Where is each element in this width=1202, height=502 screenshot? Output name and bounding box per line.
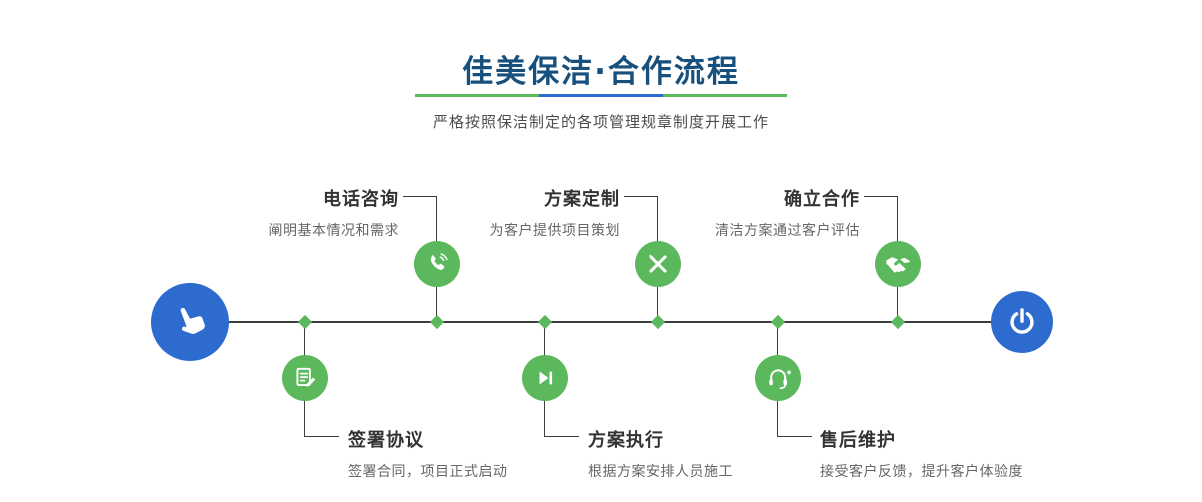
step-desc: 根据方案安排人员施工: [588, 464, 733, 480]
step-label-design: 方案定制 为客户提供项目策划: [490, 185, 621, 240]
page-subtitle: 严格按照保洁制定的各项管理规章制度开展工作: [432, 113, 769, 131]
connector-line: [545, 436, 579, 437]
timeline-diamond: [650, 314, 666, 330]
power-icon: [1010, 308, 1034, 334]
step-desc: 为客户提供项目策划: [489, 223, 620, 239]
page-title: 佳美保洁·合作流程: [462, 54, 740, 90]
headset-service-icon: [768, 368, 791, 389]
hand-pointer-icon: [180, 307, 205, 334]
timeline-line: [190, 321, 1022, 323]
step-label-execute: 方案执行 根据方案安排人员施工: [588, 426, 733, 481]
step-desc: 阐明基本情况和需求: [268, 223, 399, 239]
timeline-diamond: [770, 314, 786, 330]
step-label-service: 售后维护 接受客户反馈，提升客户体验度: [820, 426, 1023, 481]
timeline-end-node: [991, 291, 1053, 353]
step-title: 签署协议: [348, 430, 424, 451]
step-desc: 清洁方案通过客户评估: [715, 223, 860, 239]
step-node-phone: [414, 241, 460, 287]
contract-sign-icon: [296, 367, 316, 387]
step-node-execute: [522, 355, 568, 401]
handshake-icon: [886, 257, 910, 273]
step-desc: 接受客户反馈，提升客户体验度: [820, 464, 1023, 480]
step-node-contract: [282, 355, 328, 401]
step-label-handshake: 确立合作 清洁方案通过客户评估: [715, 185, 860, 240]
step-title: 售后维护: [820, 430, 896, 451]
step-label-phone: 电话咨询 阐明基本情况和需求: [269, 185, 400, 240]
step-node-service: [755, 355, 801, 401]
step-title: 确立合作: [784, 189, 860, 210]
timeline-diamond: [297, 314, 313, 330]
timeline-diamond: [890, 314, 906, 330]
timeline-diamond: [429, 314, 445, 330]
step-label-contract: 签署协议 签署合同，项目正式启动: [348, 426, 508, 481]
connector-line: [624, 196, 658, 197]
timeline-start-node: [151, 283, 229, 361]
connector-line: [403, 196, 437, 197]
step-title: 电话咨询: [323, 189, 399, 210]
underline-segment-green: [415, 94, 539, 97]
underline-segment-green: [663, 94, 787, 97]
timeline-diamond: [537, 314, 553, 330]
pen-design-icon: [649, 254, 667, 273]
step-desc: 签署合同，项目正式启动: [348, 464, 508, 480]
phone-service-icon: [430, 253, 448, 270]
play-execute-icon: [539, 371, 553, 385]
step-node-handshake: [875, 241, 921, 287]
title-underline: [415, 94, 787, 97]
connector-line: [305, 436, 339, 437]
underline-segment-blue: [539, 94, 663, 97]
step-title: 方案定制: [544, 189, 620, 210]
connector-line: [778, 436, 812, 437]
connector-line: [864, 196, 898, 197]
step-title: 方案执行: [588, 430, 664, 451]
step-node-design: [635, 241, 681, 287]
